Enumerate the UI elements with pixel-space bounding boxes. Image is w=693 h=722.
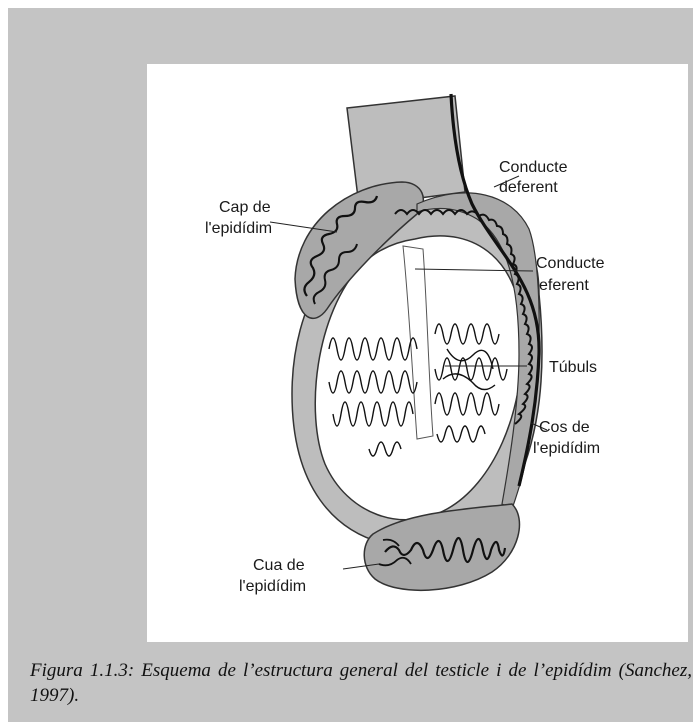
label-cap-epididim-line1: Cap de (219, 199, 271, 216)
label-conducte-eferent-line2: eferent (539, 277, 589, 294)
label-conducte-deferent-line2: deferent (499, 179, 558, 196)
testis-epididymis-diagram: Conducte deferent Cap de l'epidídim Cond… (147, 64, 688, 642)
label-conducte-eferent-line1: Conducte (536, 255, 605, 272)
label-tubuls: Túbuls (549, 359, 597, 376)
label-cua-epididim-line1: Cua de (253, 557, 305, 574)
label-cap-epididim-line2: l'epidídim (205, 220, 272, 237)
figure-panel: Conducte deferent Cap de l'epidídim Cond… (8, 8, 693, 722)
label-cos-epididim-line1: Cos de (539, 419, 590, 436)
label-conducte-deferent-line1: Conducte (499, 159, 568, 176)
label-cua-epididim-line2: l'epidídim (239, 578, 306, 595)
figure-caption: Figura 1.1.3: Esquema de l’estructura ge… (30, 658, 692, 708)
label-cos-epididim-line2: l'epidídim (533, 440, 600, 457)
diagram-area: Conducte deferent Cap de l'epidídim Cond… (147, 64, 688, 642)
